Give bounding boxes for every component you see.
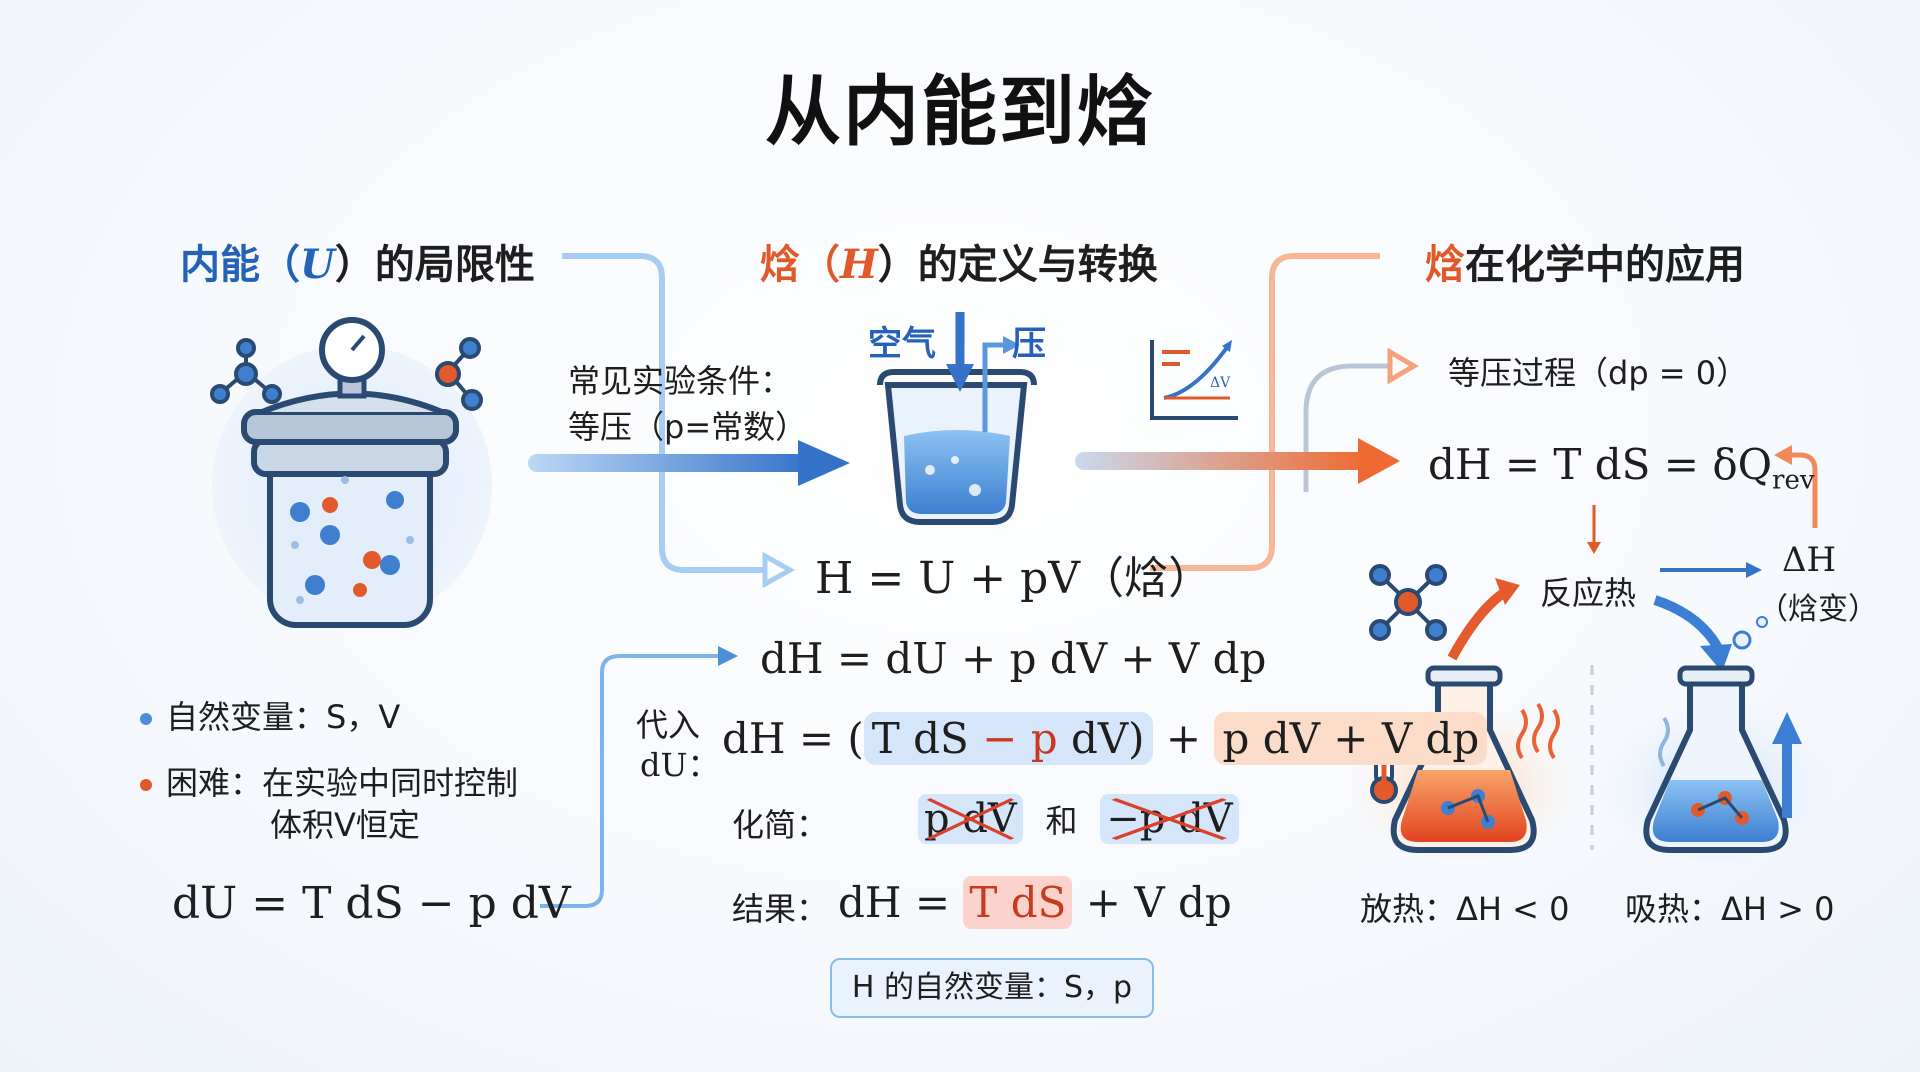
bullet-text: 困难：在实验中同时控制 bbox=[166, 764, 519, 802]
cancelled-term: −p dV bbox=[1100, 794, 1239, 844]
arrowhead-icon bbox=[762, 551, 796, 589]
arrowhead-icon bbox=[798, 440, 850, 486]
eq-subscript: rev bbox=[1772, 465, 1815, 496]
enthalpy-differential: dH = dU + p dV + V dp bbox=[760, 634, 1267, 683]
arrowhead-icon bbox=[1700, 644, 1732, 672]
section-heading-internal-energy: 内能（U）的局限性 bbox=[180, 232, 535, 290]
heading-text: 焓（ bbox=[760, 242, 840, 288]
result-equation: dH = T dS + V dp bbox=[838, 876, 1232, 929]
heading-text: ）的定义与转换 bbox=[877, 242, 1158, 288]
heat-waves-icon bbox=[1658, 716, 1670, 768]
eq-part: + V dp bbox=[1072, 878, 1232, 927]
heat-waves-icon bbox=[1516, 702, 1560, 760]
heading-text: 焓 bbox=[1425, 242, 1465, 288]
pressure-label: 压 bbox=[1012, 324, 1046, 364]
heading-symbol-h: H bbox=[840, 241, 878, 288]
molecule-icon bbox=[1369, 564, 1447, 641]
highlight-blue: T dS − p dV) bbox=[863, 712, 1153, 765]
release-arrow bbox=[1447, 587, 1508, 661]
highlight-orange: p dV + V dp bbox=[1214, 712, 1488, 765]
eq-part: dV) bbox=[1057, 714, 1145, 763]
arrow-line bbox=[1790, 452, 1818, 528]
molecule-icon bbox=[435, 337, 483, 411]
connector-line bbox=[540, 654, 720, 908]
page-title: 从内能到焓 bbox=[765, 67, 1155, 156]
chart-icon bbox=[1150, 340, 1238, 420]
internal-energy-formula: dU = T dS − p dV bbox=[172, 878, 571, 929]
heading-text: ）的局限性 bbox=[334, 242, 535, 288]
section-heading-enthalpy-definition: 焓（H）的定义与转换 bbox=[760, 232, 1158, 290]
connector-line bbox=[562, 253, 765, 573]
natural-variables-box: H 的自然变量：S，p bbox=[830, 958, 1154, 1018]
experiment-condition-value: 等压（p=常数） bbox=[568, 408, 808, 446]
pressure-arrow bbox=[982, 342, 1005, 432]
heading-text: 在化学中的应用 bbox=[1465, 242, 1745, 288]
eq-part: T dS bbox=[871, 714, 969, 763]
molecule-icon bbox=[210, 338, 282, 404]
exothermic-label: 放热：ΔH < 0 bbox=[1360, 890, 1570, 928]
result-label: 结果： bbox=[732, 890, 829, 928]
big-arrow-orange bbox=[1075, 452, 1365, 470]
chart-icon-label: ΔV bbox=[1210, 375, 1231, 391]
arrowhead-icon bbox=[1387, 347, 1419, 385]
difficulty-bullet: 困难：在实验中同时控制 bbox=[140, 758, 518, 804]
arrowhead-icon bbox=[1003, 336, 1020, 354]
absorb-arrow bbox=[1653, 595, 1723, 651]
reaction-heat-label: 反应热 bbox=[1540, 574, 1637, 612]
arrowhead-icon bbox=[1746, 562, 1762, 578]
arrowhead-icon bbox=[718, 646, 738, 666]
arrowhead-icon bbox=[1495, 578, 1520, 605]
beaker-icon bbox=[877, 369, 1037, 525]
enthalpy-change-note: （焓变） bbox=[1758, 592, 1878, 627]
eq-part: dH = T dS = δQ bbox=[1428, 440, 1773, 489]
natural-variables-bullet: 自然变量：S，V bbox=[140, 692, 400, 738]
enthalpy-definition: H = U + pV（焓） bbox=[815, 553, 1213, 604]
bubble-icon bbox=[1732, 630, 1752, 650]
heat-equation: dH = T dS = δQrev bbox=[1428, 440, 1815, 495]
experiment-condition-label: 常见实验条件： bbox=[568, 362, 793, 400]
arrowhead-icon bbox=[1772, 712, 1802, 744]
eq-part: − p bbox=[968, 714, 1058, 763]
highlight-red: T dS bbox=[963, 876, 1073, 929]
heading-text: 内能（ bbox=[180, 242, 300, 288]
air-label: 空气 bbox=[868, 324, 936, 364]
connector-line bbox=[1303, 363, 1392, 492]
bullet-dot bbox=[140, 779, 152, 791]
simplify-label: 化简： bbox=[732, 806, 829, 844]
endothermic-flask-icon bbox=[1595, 665, 1835, 860]
cancelled-term: p dV bbox=[918, 794, 1023, 844]
arrowhead-icon bbox=[1358, 438, 1400, 484]
eq-part: dH = bbox=[838, 878, 964, 927]
arrowhead-icon bbox=[946, 364, 974, 392]
eq-part: + bbox=[1152, 714, 1215, 763]
substitute-label-du: dU： bbox=[640, 746, 720, 784]
difficulty-bullet-line2: 体积V恒定 bbox=[270, 806, 420, 844]
bullet-text: 自然变量：S，V bbox=[166, 698, 401, 736]
heading-symbol-u: U bbox=[300, 241, 335, 288]
arrowhead-icon bbox=[1587, 542, 1601, 554]
bullet-dot bbox=[140, 713, 152, 725]
isobaric-process-label: 等压过程（dp = 0） bbox=[1448, 354, 1749, 392]
section-heading-applications: 焓在化学中的应用 bbox=[1425, 232, 1745, 290]
pressure-vessel-icon bbox=[212, 317, 492, 628]
big-arrow-blue bbox=[528, 454, 808, 472]
substituted-equation: dH = (T dS − p dV) + p dV + V dp bbox=[722, 712, 1488, 765]
arrowhead-icon bbox=[1774, 445, 1792, 465]
eq-part: dH = ( bbox=[722, 714, 864, 763]
enthalpy-change-symbol: ΔH bbox=[1782, 540, 1837, 580]
bubble-icon bbox=[1756, 616, 1768, 628]
endothermic-label: 吸热：ΔH > 0 bbox=[1625, 890, 1835, 928]
connector-line bbox=[1150, 253, 1380, 571]
and-text: 和 bbox=[1045, 802, 1078, 840]
cancel-terms: p dV 和 −p dV bbox=[918, 794, 1239, 844]
substitute-label: 代入 bbox=[636, 706, 701, 744]
